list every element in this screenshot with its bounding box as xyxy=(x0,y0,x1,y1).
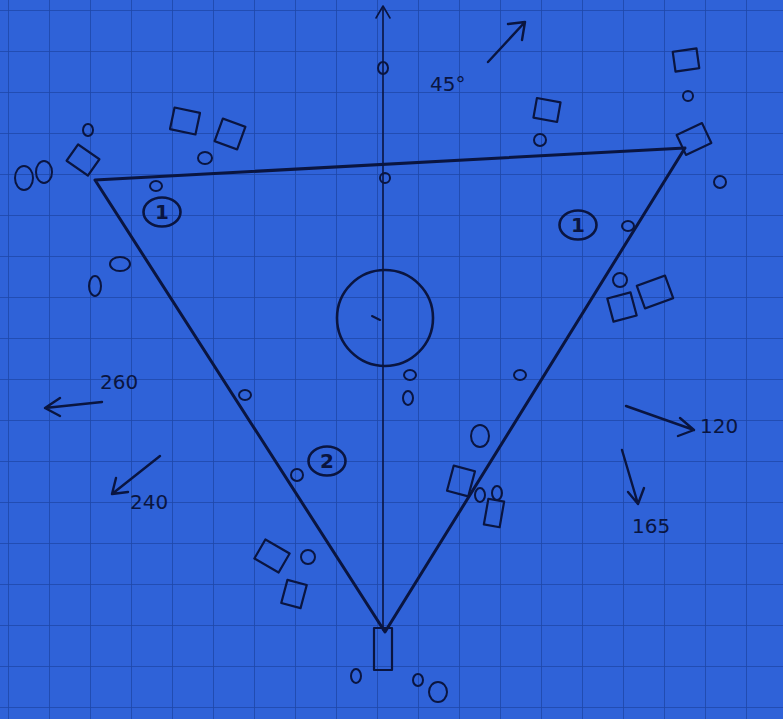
arrow-165 xyxy=(622,450,644,504)
arrow-240 xyxy=(112,456,160,494)
arrow-45 xyxy=(488,22,525,62)
triangle xyxy=(95,148,685,632)
callout-number: 1 xyxy=(558,215,598,235)
arrow-120 xyxy=(626,406,694,436)
angle-label: 165 xyxy=(632,516,670,536)
arrow-260 xyxy=(45,398,102,416)
circle-marks xyxy=(15,62,726,702)
square-marks xyxy=(67,48,712,670)
center-tick xyxy=(372,316,380,320)
angle-label: 45° xyxy=(430,74,465,94)
center-circle xyxy=(337,270,433,366)
axis-line xyxy=(382,8,384,630)
angle-label: 240 xyxy=(130,492,168,512)
callout-circle: 1 xyxy=(558,209,598,241)
axis-arrow xyxy=(376,6,390,18)
callout-number: 1 xyxy=(142,202,182,222)
callout-circle: 2 xyxy=(307,445,347,477)
callout-circle: 1 xyxy=(142,196,182,228)
angle-label: 260 xyxy=(100,372,138,392)
callout-number: 2 xyxy=(307,451,347,471)
angle-label: 120 xyxy=(700,416,738,436)
